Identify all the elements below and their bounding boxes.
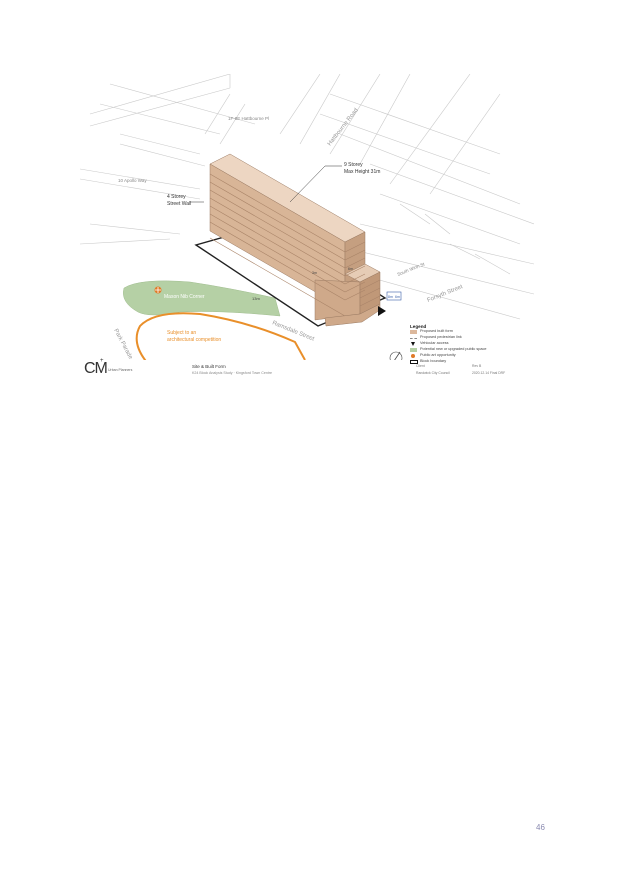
park-name-label: Mason Nib Corner [164, 294, 205, 300]
legend-item: Public art opportunity [410, 353, 510, 359]
park-area [123, 280, 281, 317]
street-label-hatbourne-pl: 1F-8E Hattbourne Pl [228, 116, 269, 121]
annotation-max-height: Max Height 31m [344, 169, 380, 175]
competition-label-line2: architectural competition [167, 337, 221, 343]
footer-rev-col: Rev B 2020.12.14 Final DRF [472, 364, 506, 375]
page-number: 46 [536, 823, 545, 832]
legend-title: Legend [410, 324, 427, 329]
street-label-forsyth: Forsyth Street [427, 284, 464, 304]
footer-client-col: Client Randwick City Council [416, 364, 450, 375]
logo-text: Urban Planners [108, 368, 133, 372]
site-built-form-figure: 1F-8E Hattbourne Pl Hattbourne Road 10 A… [80, 74, 534, 386]
dimension-label-b: 6m [395, 295, 400, 299]
street-label-ramsdale: Ramsdale Street [271, 320, 315, 342]
competition-boundary [135, 312, 306, 360]
logo: CM [84, 360, 108, 377]
street-label-park-parade: Park Parade [112, 328, 133, 360]
vehicular-access-icon [378, 306, 386, 316]
street-label-south-wirth: South Wirth St [397, 261, 426, 277]
floor-lines [209, 173, 381, 317]
figure-subtitle: K24 Block Analysis Study · Kingsford Tow… [192, 371, 273, 375]
figure-title: Site & Built Form [192, 364, 226, 369]
legend-item: Proposed pedestrian link [410, 335, 510, 341]
dimension-label-a: 8m [388, 295, 393, 299]
setback-label-a: 13m [252, 296, 260, 301]
figure-footer: CM + Urban Planners Site & Built Form K2… [80, 358, 534, 386]
north-arrow-icon [389, 351, 403, 360]
logo-superscript: + [100, 358, 104, 364]
annotation-9-storey: 9 Storey [344, 162, 363, 168]
annotation-4-storey: 4 Storey [167, 194, 186, 200]
legend-item: Potential new or upgraded public space [410, 347, 510, 353]
legend-item: Vehicular access [410, 341, 510, 347]
street-label-hatbourne-road: Hattbourne Road [327, 108, 360, 148]
street-label-apollo-way: 10 Apollo Way [118, 178, 147, 183]
setback-label-b: 3m [312, 271, 317, 275]
competition-label-line1: Subject to an [167, 330, 196, 336]
annotation-street-wall: Street Wall [167, 201, 191, 207]
legend: Legend Proposed built form Proposed pede… [410, 324, 510, 365]
site-diagram: 1F-8E Hattbourne Pl Hattbourne Road 10 A… [80, 74, 534, 360]
dimension-tag [386, 291, 402, 301]
setback-label-c: 6m [348, 267, 353, 271]
legend-item: Block boundary [410, 359, 510, 365]
legend-item: Proposed built form [410, 329, 510, 335]
street-grid [80, 74, 534, 320]
